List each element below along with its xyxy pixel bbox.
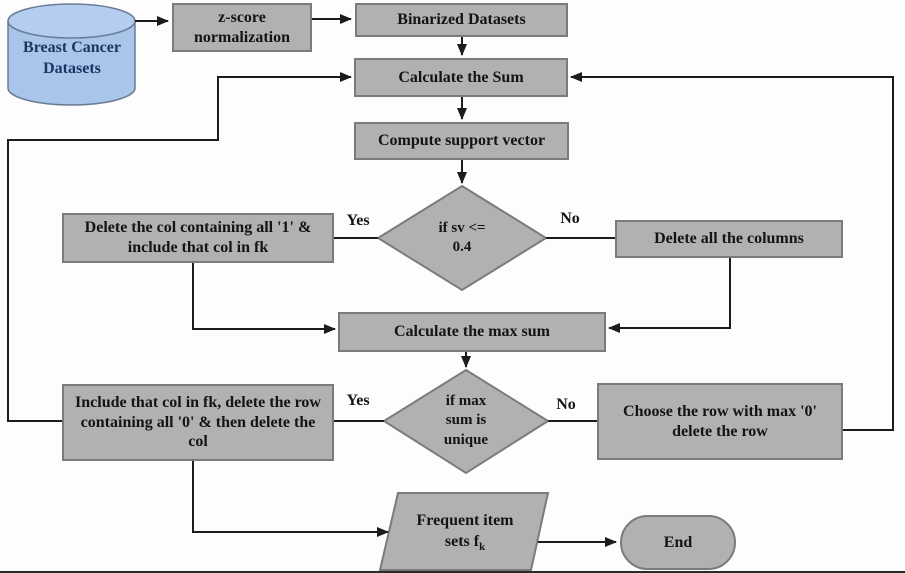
max-sum-decision-diamond [382, 368, 550, 475]
node-delete-col-ones: Delete the col containing all '1' & incl… [62, 213, 334, 263]
node-delete-all-columns: Delete all the columns [615, 220, 843, 258]
calc-max-sum-label: Calculate the max sum [394, 323, 550, 341]
compute-sv-label: Compute support vector [377, 132, 546, 150]
edge-deletecolones-to-calcmaxsum [192, 263, 336, 334]
include-col-fk-label: Include that col in fk, delete the row c… [75, 394, 321, 451]
node-calc-max-sum: Calculate the max sum [338, 312, 606, 352]
frequent-items-line2: sets fk [445, 532, 485, 553]
frequent-items-subscript: k [479, 541, 486, 554]
zscore-label: z-score normalization [194, 8, 290, 46]
node-choose-row: Choose the row with max '0' delete the r… [597, 383, 843, 460]
node-include-col-fk: Include that col in fk, delete the row c… [62, 384, 334, 461]
node-compute-sv: Compute support vector [354, 122, 569, 160]
max-decision-line3: unique [443, 431, 489, 448]
edge-label-max-no: No [556, 396, 576, 413]
edge-includecolfk-to-frequentitems [192, 461, 389, 537]
frequent-items-parallelogram [378, 492, 550, 571]
image-bottom-border [0, 571, 905, 573]
edge-label-sv-no: No [560, 210, 580, 227]
calc-sum-label: Calculate the Sum [398, 68, 524, 86]
edge-label-sv-yes: Yes [346, 212, 370, 229]
datasets-text: Breast Cancer Datasets [23, 39, 121, 77]
sv-decision-diamond [376, 184, 548, 292]
node-sv-decision-label: if sv <= 0.4 [402, 210, 522, 266]
node-frequent-items-label: Frequent item sets fk [392, 503, 538, 561]
edge-deleteallcolumns-to-calcmaxsum [608, 258, 731, 333]
sv-decision-line1: if sv <= [438, 219, 486, 236]
delete-col-ones-label: Delete the col containing all '1' & incl… [84, 219, 312, 256]
sv-decision-line2: 0.4 [452, 239, 472, 255]
max-decision-line2: sum is [445, 412, 487, 429]
node-calc-sum: Calculate the Sum [354, 58, 568, 97]
max-decision-line1: if max [445, 392, 487, 409]
edge-label-max-yes: Yes [346, 392, 370, 409]
end-label: End [663, 533, 693, 551]
node-datasets-label: Breast Cancer Datasets [10, 33, 134, 85]
edge-chooserow-loop-to-calcsum [570, 72, 894, 431]
delete-all-columns-label: Delete all the columns [654, 230, 804, 248]
node-max-sum-decision-label: if max sum is unique [406, 383, 526, 459]
choose-row-label: Choose the row with max '0' delete the r… [623, 402, 817, 440]
frequent-items-line2-prefix: sets f [444, 533, 480, 550]
node-zscore: z-score normalization [172, 3, 312, 52]
datasets-cylinder-body [7, 21, 136, 106]
binarized-label: Binarized Datasets [397, 11, 526, 29]
frequent-items-line1: Frequent item [416, 512, 514, 530]
node-binarized: Binarized Datasets [355, 3, 568, 37]
node-end: End [620, 515, 736, 570]
edge-includecolfk-loop-to-calcsum [7, 72, 352, 422]
